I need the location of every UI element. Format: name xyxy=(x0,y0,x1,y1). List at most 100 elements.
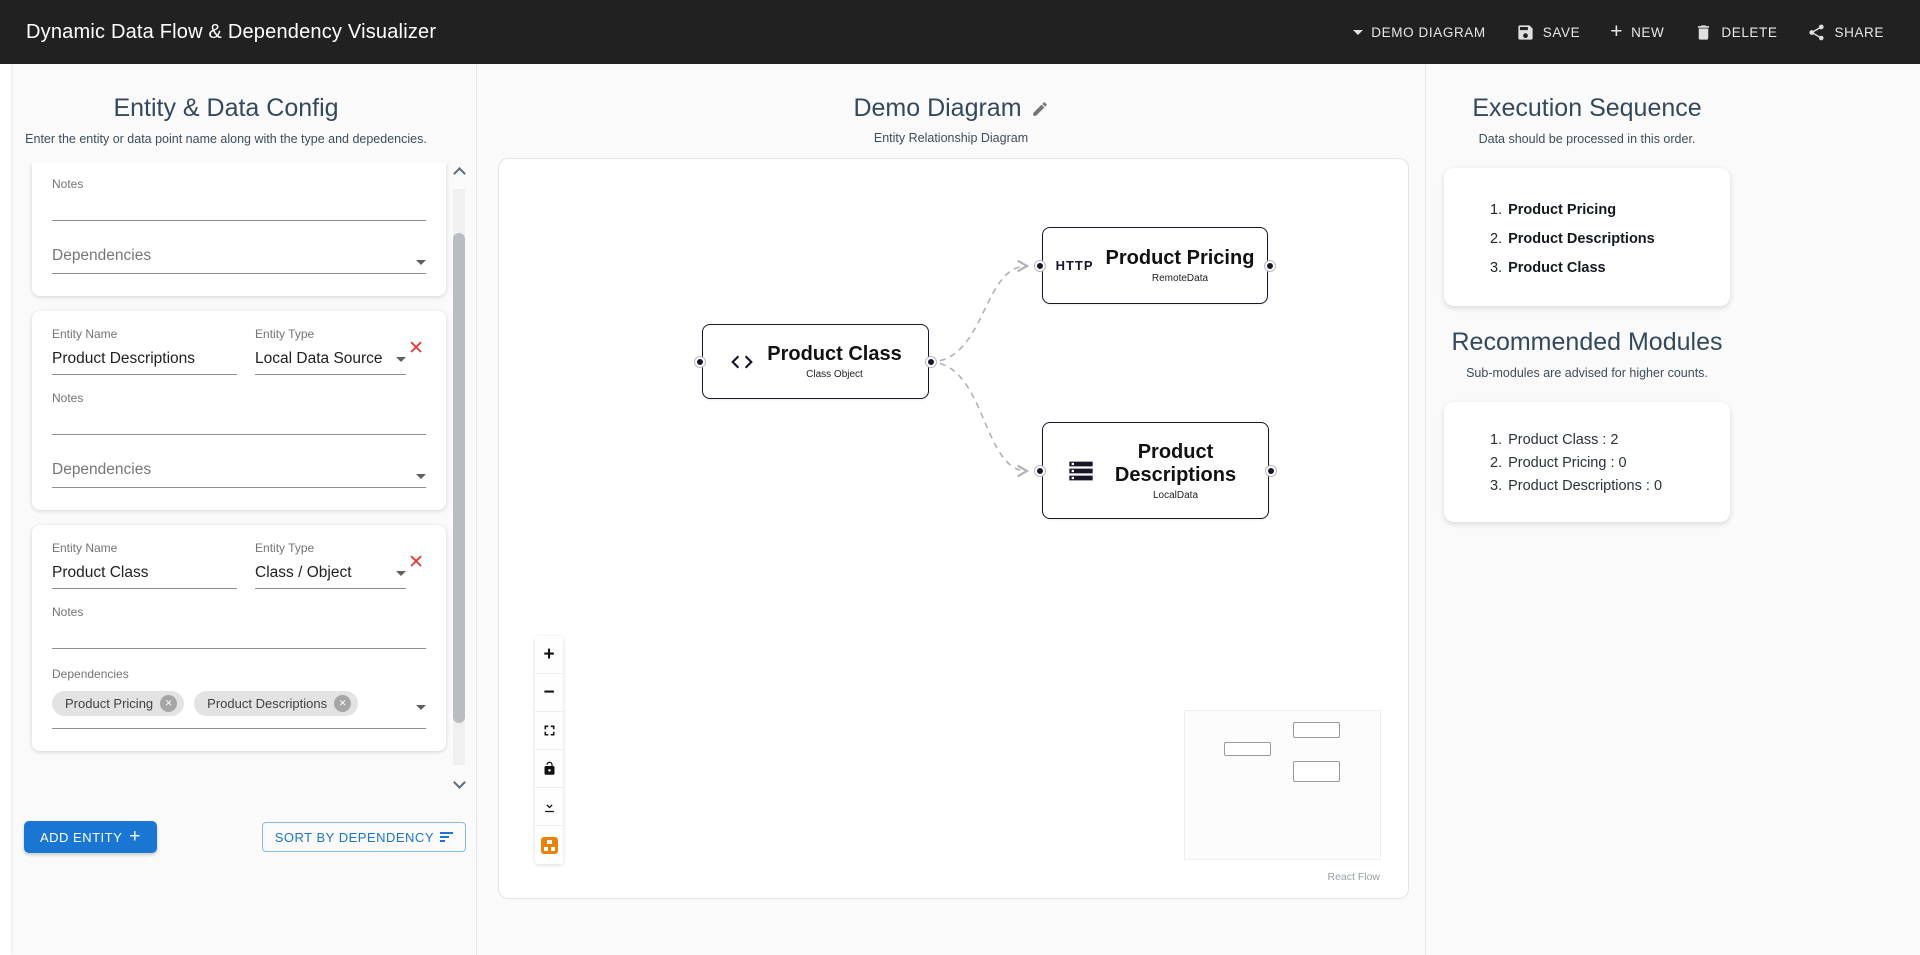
module-item: 2. Product Pricing : 0 xyxy=(1490,455,1710,471)
item-number: 2. xyxy=(1490,455,1503,471)
notes-label: Notes xyxy=(52,391,84,405)
react-flow-attribution[interactable]: React Flow xyxy=(1327,871,1380,883)
http-icon: HTTP xyxy=(1055,258,1094,273)
entity-name-input[interactable]: Product Descriptions xyxy=(52,350,238,375)
target-handle[interactable] xyxy=(1035,260,1045,271)
delete-label: DELETE xyxy=(1721,24,1778,40)
scroll-thumb[interactable] xyxy=(453,233,465,723)
execution-sequence-title: Execution Sequence xyxy=(1472,94,1702,122)
edit-pencil-icon[interactable] xyxy=(1031,100,1049,118)
source-handle[interactable] xyxy=(1265,260,1275,271)
dependencies-placeholder: Dependencies xyxy=(52,247,152,264)
delete-button[interactable]: DELETE xyxy=(1684,15,1787,50)
toolbar-actions: DEMO DIAGRAM SAVE + NEW DELETE SHARE xyxy=(1343,15,1894,50)
target-handle[interactable] xyxy=(695,356,705,367)
share-icon xyxy=(1809,24,1825,40)
chevron-down-icon xyxy=(396,356,407,362)
minimap-node xyxy=(1293,722,1340,738)
diagram-logo-button[interactable] xyxy=(535,826,563,864)
execution-sequence-subtitle: Data should be processed in this order. xyxy=(1478,132,1696,146)
config-panel-title: Entity & Data Config xyxy=(113,94,339,122)
chevron-down-icon xyxy=(1353,29,1364,35)
chevron-down-icon xyxy=(416,474,426,479)
entity-type-select[interactable]: Local Data Source xyxy=(255,350,407,375)
chip-remove-icon[interactable]: ✕ xyxy=(334,695,352,712)
chip-label: Product Descriptions xyxy=(207,696,328,711)
flow-canvas[interactable]: Product Class Class Object HTTP Product … xyxy=(498,158,1409,899)
dependency-chip[interactable]: Product Pricing ✕ xyxy=(52,691,185,716)
module-item: 1. Product Class : 2 xyxy=(1490,432,1710,448)
chip-remove-icon[interactable]: ✕ xyxy=(160,695,178,712)
node-title: Product Descriptions xyxy=(1114,440,1237,486)
chevron-down-icon xyxy=(416,260,426,265)
entity-card-product-descriptions: Entity Name Product Descriptions Entity … xyxy=(32,311,446,510)
source-handle[interactable] xyxy=(1266,465,1276,476)
scroll-down-icon[interactable] xyxy=(453,776,466,789)
minimap[interactable] xyxy=(1185,711,1380,859)
recommended-modules-title: Recommended Modules xyxy=(1451,328,1723,356)
node-product-pricing[interactable]: HTTP Product Pricing RemoteData xyxy=(1035,227,1275,304)
save-label: SAVE xyxy=(1542,24,1581,40)
item-label: Product Class : 2 xyxy=(1508,432,1619,448)
entity-type-label: Entity Type xyxy=(255,327,315,341)
flow-controls: + − xyxy=(535,636,563,864)
entity-card-list: Notes Dependencies Entity Name Product D… xyxy=(0,163,476,791)
item-label: Product Descriptions xyxy=(1508,231,1655,247)
sort-icon xyxy=(440,832,453,842)
plus-icon: + xyxy=(129,826,141,847)
lock-toggle-button[interactable] xyxy=(535,750,563,788)
node-title: Product Pricing xyxy=(1105,247,1255,269)
item-number: 3. xyxy=(1490,478,1503,494)
minimap-node xyxy=(1293,761,1340,782)
download-button[interactable] xyxy=(535,788,563,826)
add-entity-button[interactable]: ADD ENTITY + xyxy=(24,821,157,853)
notes-input[interactable] xyxy=(52,405,426,435)
target-handle[interactable] xyxy=(1035,465,1045,476)
chip-label: Product Pricing xyxy=(65,696,154,711)
scroll-up-icon[interactable] xyxy=(453,167,466,180)
execution-sequence-card: 1. Product Pricing 2. Product Descriptio… xyxy=(1444,168,1730,306)
sort-by-dependency-button[interactable]: SORT BY DEPENDENCY xyxy=(261,822,466,852)
dependencies-select[interactable]: Dependencies xyxy=(52,247,426,274)
dependencies-select[interactable]: Dependencies xyxy=(52,461,426,488)
add-entity-label: ADD ENTITY xyxy=(40,829,123,845)
notes-input[interactable] xyxy=(52,191,426,221)
sequence-item: 3. Product Class xyxy=(1490,260,1710,276)
entity-type-value: Local Data Source xyxy=(255,350,383,367)
sequence-item: 1. Product Pricing xyxy=(1490,202,1710,218)
node-product-class[interactable]: Product Class Class Object xyxy=(695,324,936,399)
source-handle[interactable] xyxy=(926,356,936,367)
minimap-node xyxy=(1224,742,1271,756)
new-button[interactable]: + NEW xyxy=(1600,17,1674,48)
notes-label: Notes xyxy=(52,177,84,191)
notes-input[interactable] xyxy=(52,619,426,649)
item-label: Product Pricing : 0 xyxy=(1508,455,1627,471)
diagram-panel: Demo Diagram Entity Relationship Diagram xyxy=(476,64,1426,955)
zoom-in-button[interactable]: + xyxy=(535,636,563,674)
share-button[interactable]: SHARE xyxy=(1797,15,1894,50)
save-button[interactable]: SAVE xyxy=(1506,15,1590,50)
remove-entity-button[interactable]: ✕ xyxy=(408,338,424,359)
node-subtitle: LocalData xyxy=(1152,489,1199,501)
sort-label: SORT BY DEPENDENCY xyxy=(274,829,434,845)
entity-name-input[interactable]: Product Class xyxy=(52,564,238,589)
dependencies-select[interactable]: Product Pricing ✕ Product Descriptions ✕ xyxy=(52,683,426,729)
dependency-chip[interactable]: Product Descriptions ✕ xyxy=(194,691,359,716)
plus-icon: + xyxy=(1610,20,1624,43)
zoom-out-button[interactable]: − xyxy=(535,674,563,712)
node-title: Product Class xyxy=(767,343,902,365)
results-panel: Execution Sequence Data should be proces… xyxy=(1426,64,1920,955)
trash-icon xyxy=(1698,24,1710,40)
item-number: 1. xyxy=(1490,202,1503,218)
entity-card-partial: Notes Dependencies xyxy=(32,163,446,296)
code-icon xyxy=(729,349,755,375)
top-bar: Dynamic Data Flow & Dependency Visualize… xyxy=(0,0,1920,64)
diagram-select-button[interactable]: DEMO DIAGRAM xyxy=(1343,17,1495,48)
entity-type-select[interactable]: Class / Object xyxy=(255,564,407,589)
fit-view-button[interactable] xyxy=(535,712,563,750)
diagram-title: Demo Diagram xyxy=(853,94,1022,122)
left-edge-panel xyxy=(0,64,11,955)
chevron-down-icon xyxy=(396,570,407,576)
node-product-descriptions[interactable]: Product Descriptions LocalData xyxy=(1035,422,1276,519)
remove-entity-button[interactable]: ✕ xyxy=(408,552,424,573)
